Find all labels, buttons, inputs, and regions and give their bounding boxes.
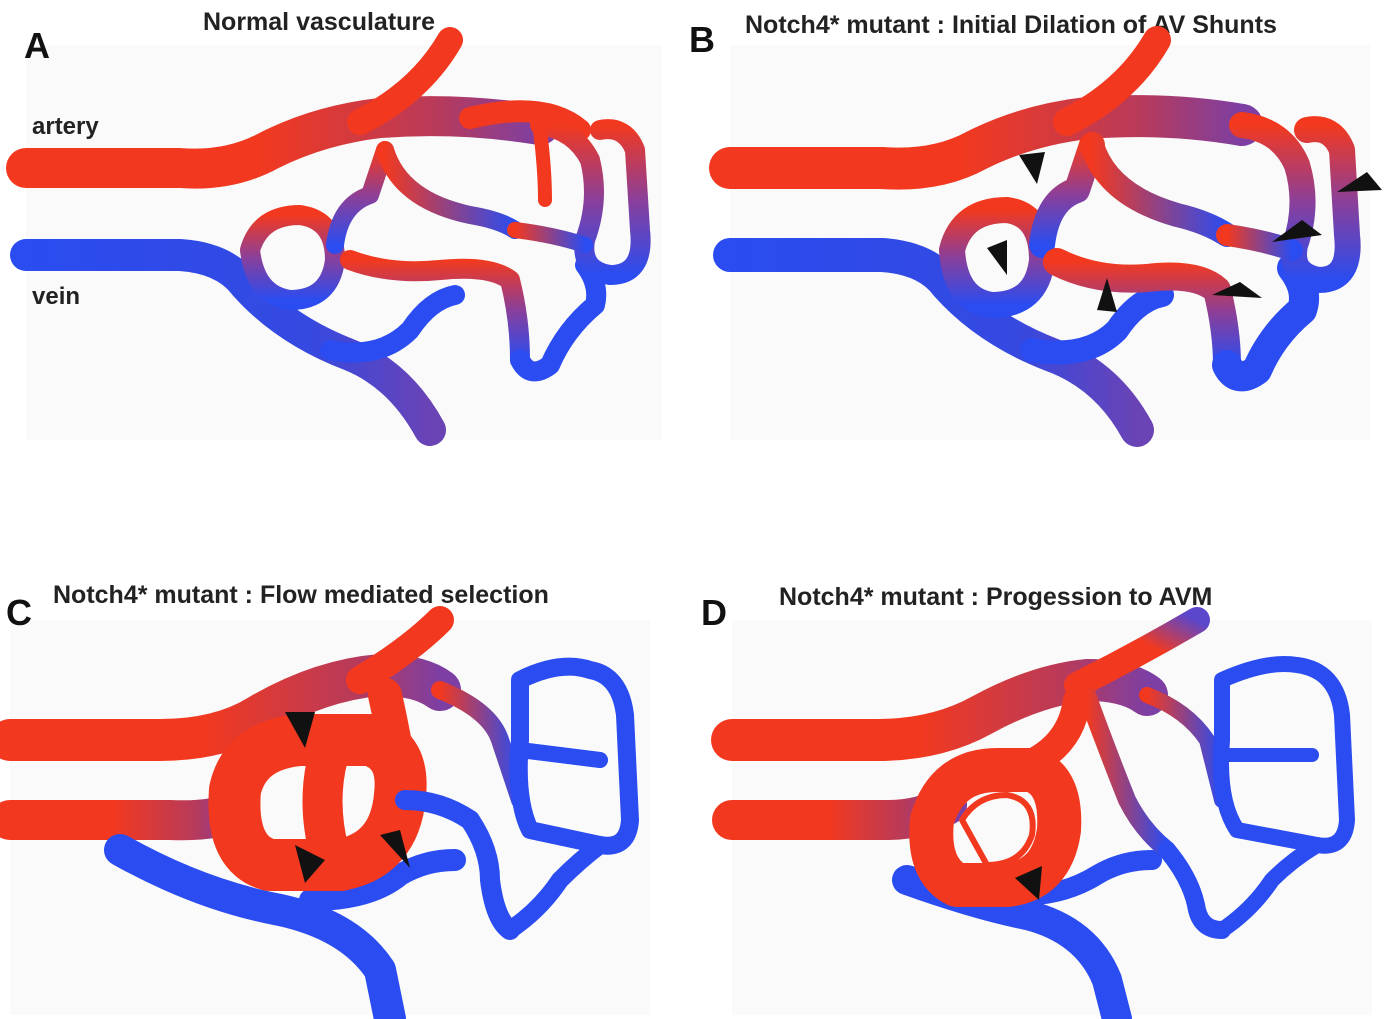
capillary-2 (1042, 145, 1092, 245)
capillary-5 (520, 265, 596, 371)
panel-b: B Notch4* mutant : Initial Dilation of A… (697, 0, 1395, 500)
vein-lower-branch (1032, 295, 1162, 353)
capillary-mixed-1 (1087, 695, 1167, 850)
vein-capillary-3 (1222, 845, 1317, 930)
panel-a: A Normal vasculature artery vein (0, 0, 697, 500)
main-artery (730, 116, 1242, 169)
capillary-3 (385, 150, 515, 230)
capillary-2 (335, 150, 385, 245)
capillary-loop-right (540, 125, 641, 275)
vein-lower-branch (330, 295, 455, 353)
avm-core (962, 795, 1033, 865)
dilated-capillary-1 (323, 750, 331, 855)
panel-c: C Notch4* mutant : Flow mediated selecti… (0, 500, 697, 1019)
panel-d-vessel-network (697, 500, 1395, 1019)
arrowhead-icon (1019, 152, 1045, 184)
dilated-capillary-2 (385, 695, 405, 800)
panel-b-vessel-network (697, 0, 1395, 500)
artery-lower-main (10, 810, 240, 820)
panel-d: D Notch4* mutant : Progession to AVM (697, 500, 1395, 1019)
capillary-6 (515, 230, 585, 245)
panel-a-vessel-network (0, 0, 697, 500)
arrowhead-icon (987, 240, 1007, 275)
capillary-7 (540, 130, 545, 200)
panel-c-vessel-network (0, 500, 697, 1019)
vein-capillary-2 (1167, 850, 1222, 930)
capillary-3 (1092, 145, 1227, 235)
vein-capillary-3 (510, 845, 600, 930)
vein-capillary-4 (520, 750, 600, 760)
capillary-loop-1 (250, 215, 335, 300)
